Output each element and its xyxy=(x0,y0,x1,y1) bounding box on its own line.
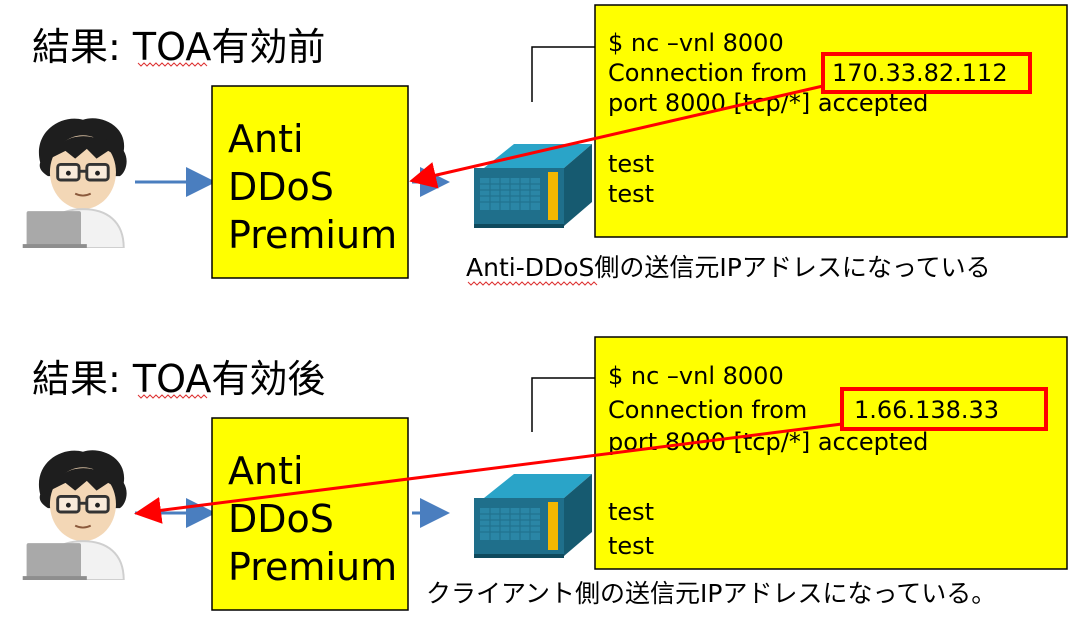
terminal-source-ip: 1.66.138.33 xyxy=(854,396,999,424)
client-user-icon xyxy=(22,448,129,580)
terminal-line-connection-prefix: Connection from xyxy=(608,59,807,87)
terminal-line-test-2: test xyxy=(608,532,654,560)
terminal-callout-line xyxy=(531,377,598,432)
ip-highlight-box xyxy=(821,52,1032,94)
anti-ddos-box xyxy=(211,85,409,279)
anti-ddos-label-line2: DDoS xyxy=(228,497,334,541)
anti-ddos-label-line1: Anti xyxy=(228,449,304,493)
panel-after: 結果: TOA有効後 Anti DDoS Premium $ nc –vnl 8… xyxy=(22,336,1068,611)
ip-highlight-box xyxy=(840,387,1048,431)
server-appliance-icon xyxy=(473,473,593,559)
terminal-callout-line xyxy=(531,46,598,102)
terminal-line-command: $ nc –vnl 8000 xyxy=(608,362,784,390)
caption: Anti-DDoS側の送信元IPアドレスになっている xyxy=(466,253,991,282)
terminal-line-test-1: test xyxy=(608,498,654,526)
terminal-source-ip: 170.33.82.112 xyxy=(832,59,1008,87)
ip-origin-arrow xyxy=(409,84,824,189)
anti-ddos-label-line3: Premium xyxy=(228,545,397,589)
panel-title: 結果: TOA有効前 xyxy=(32,25,325,69)
caption: クライアント側の送信元IPアドレスになっている。 xyxy=(426,579,996,608)
anti-ddos-label-line3: Premium xyxy=(228,213,397,257)
anti-ddos-label-line1: Anti xyxy=(228,117,304,161)
terminal-line-test-1: test xyxy=(608,150,654,178)
terminal-line-test-2: test xyxy=(608,180,654,208)
panel-title: 結果: TOA有効後 xyxy=(32,357,325,401)
panel-before: 結果: TOA有効前 Anti DDoS Premium $ nc –vnl 8… xyxy=(22,4,1068,286)
anti-ddos-label-line2: DDoS xyxy=(228,165,334,209)
ip-origin-arrow xyxy=(134,422,843,524)
terminal-line-command: $ nc –vnl 8000 xyxy=(608,29,784,57)
client-user-icon xyxy=(22,116,129,248)
anti-ddos-box xyxy=(211,417,409,611)
terminal-output-box xyxy=(594,336,1068,570)
server-appliance-icon xyxy=(473,143,593,229)
terminal-line-connection-prefix: Connection from xyxy=(608,396,807,424)
